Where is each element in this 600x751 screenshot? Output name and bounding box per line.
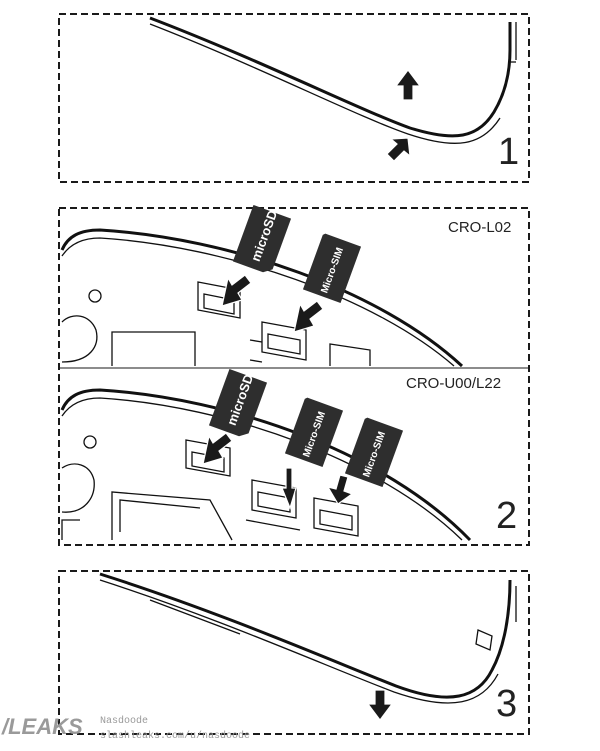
panel-step-2: CRO-L02 microSD bbox=[58, 204, 530, 546]
step-number-1: 1 bbox=[498, 131, 519, 173]
phone-outline-cro-l02 bbox=[60, 228, 464, 368]
step-number-2: 2 bbox=[496, 495, 517, 537]
variant-cro-u00-l22: CRO-U00/L22 bbox=[60, 368, 501, 542]
phone-outline-cro-u00 bbox=[60, 388, 472, 542]
arrow-insert-sim-icon bbox=[293, 300, 324, 333]
micro-sim-card-icon-1: Micro-SIM bbox=[284, 397, 344, 468]
model-label-cro-l02: CRO-L02 bbox=[448, 219, 511, 236]
watermark-handle: Nasdoode bbox=[100, 715, 148, 727]
panel-1-border bbox=[58, 13, 530, 183]
panel-2-border bbox=[58, 207, 530, 546]
sim-slot-2 bbox=[313, 497, 359, 537]
phone-outline-step-3 bbox=[99, 572, 517, 704]
step-number-3: 3 bbox=[496, 683, 517, 725]
arrow-pry-icon bbox=[386, 137, 411, 162]
arrow-insert-microsd-icon bbox=[221, 274, 252, 307]
panel-step-3: 3 bbox=[58, 570, 530, 735]
panel-step-1: 1 bbox=[58, 13, 530, 183]
micro-sim-card-icon-2: Micro-SIM bbox=[344, 417, 404, 488]
micro-sim-card-icon: Micro-SIM bbox=[302, 233, 362, 304]
watermark-brand: /LEAKS bbox=[1, 714, 83, 739]
microsd-card-icon: microSD bbox=[232, 204, 292, 273]
arrow-down-icon bbox=[366, 689, 394, 721]
arrow-insert-microsd-u00-icon bbox=[202, 432, 233, 465]
arrow-insert-sim-1-icon bbox=[281, 467, 297, 510]
microsd-card-icon-u00: microSD bbox=[208, 368, 268, 437]
watermark-url: slashleaks.com/u/nasdoode bbox=[100, 730, 250, 742]
model-label-cro-u00-l22: CRO-U00/L22 bbox=[406, 375, 501, 392]
arrow-insert-sim-2-icon bbox=[326, 474, 354, 505]
phone-outline-step-1 bbox=[149, 16, 517, 144]
arrow-up-icon bbox=[394, 69, 422, 101]
panel-3-border bbox=[58, 570, 530, 735]
watermark: /LEAKS Nasdoode slashleaks.com/u/nasdood… bbox=[1, 714, 250, 742]
variant-cro-l02: CRO-L02 microSD bbox=[60, 204, 511, 368]
